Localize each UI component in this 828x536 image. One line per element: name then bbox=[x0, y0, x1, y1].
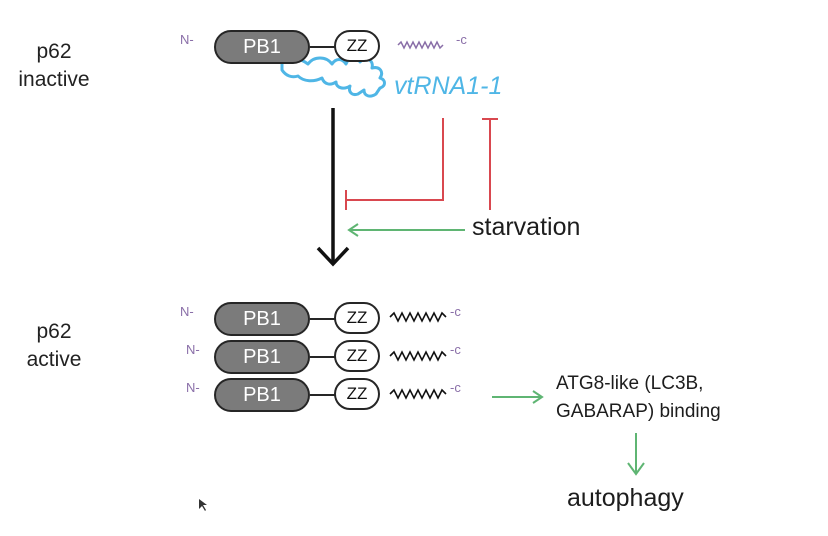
inhibition-line-1 bbox=[346, 118, 444, 201]
pb1-domain: PB1 bbox=[214, 340, 310, 374]
n-terminus-label: N- bbox=[186, 380, 200, 395]
pb1-zz-linker bbox=[310, 394, 336, 396]
starvation-label: starvation bbox=[472, 213, 581, 241]
pb1-zz-linker bbox=[310, 318, 336, 320]
pb1-zz-linker bbox=[310, 356, 336, 358]
pb1-domain: PB1 bbox=[214, 30, 310, 64]
c-terminus-label: -c bbox=[450, 342, 461, 357]
p62-inactive-label: p62 inactive bbox=[18, 40, 90, 91]
cursor-icon bbox=[199, 499, 207, 511]
zz-domain: ZZ bbox=[334, 30, 380, 62]
zz-domain: ZZ bbox=[334, 378, 380, 410]
n-terminus-label: N- bbox=[186, 342, 200, 357]
pb1-domain: PB1 bbox=[214, 302, 310, 336]
main-arrow-head bbox=[316, 246, 350, 267]
active-linker-3 bbox=[389, 388, 447, 400]
autophagy-label: autophagy bbox=[567, 484, 684, 512]
activation-head-2 bbox=[532, 390, 544, 404]
pb1-zz-linker bbox=[310, 46, 336, 48]
vtrna-structure bbox=[280, 52, 386, 98]
zz-domain: ZZ bbox=[334, 340, 380, 372]
c-terminus-label: -c bbox=[450, 304, 461, 319]
n-terminus-label: N- bbox=[180, 32, 194, 47]
n-terminus-label: N- bbox=[180, 304, 194, 319]
vtrna-label: vtRNA1-1 bbox=[394, 72, 503, 100]
c-terminus-label: -c bbox=[456, 32, 467, 47]
active-linker-1 bbox=[389, 311, 447, 323]
inactive-linker bbox=[397, 40, 444, 50]
pb1-domain: PB1 bbox=[214, 378, 310, 412]
p62-active-label: p62 active bbox=[26, 320, 82, 371]
active-linker-2 bbox=[389, 350, 447, 362]
c-terminus-label: -c bbox=[450, 380, 461, 395]
activation-head-1 bbox=[347, 223, 359, 237]
zz-domain: ZZ bbox=[334, 302, 380, 334]
atg8-binding-label: ATG8-like (LC3B, GABARAP) binding bbox=[556, 373, 721, 422]
activation-head-3 bbox=[627, 462, 645, 476]
